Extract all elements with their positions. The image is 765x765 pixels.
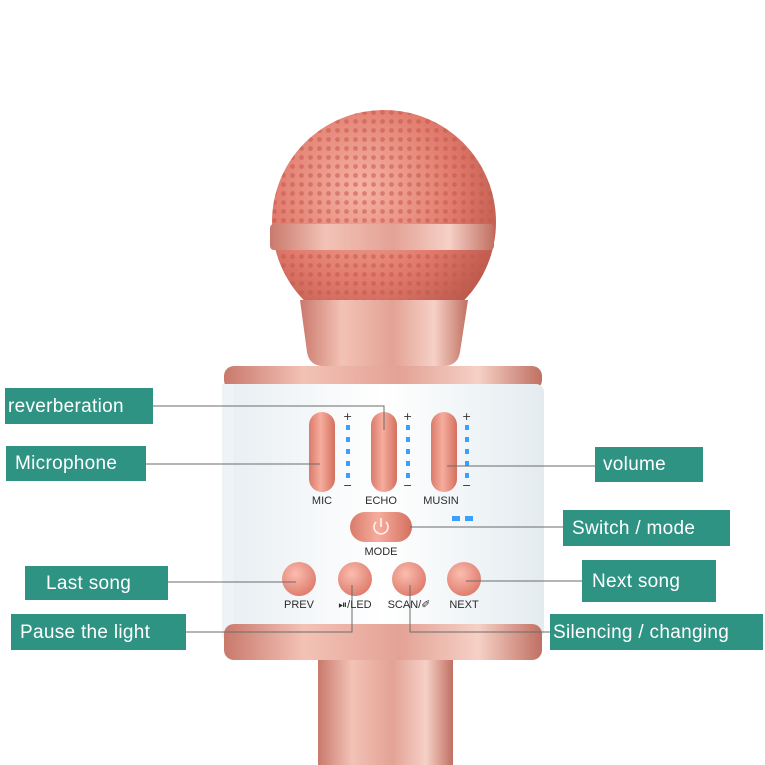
musin-led-column (465, 425, 469, 478)
mic-plus: + (343, 410, 353, 423)
play-led-button (338, 562, 372, 596)
prev-button (282, 562, 316, 596)
neck (300, 300, 468, 366)
last-song-callout: Last song (25, 566, 168, 600)
power-icon (373, 518, 389, 535)
play-led-button-label: ⏯/LED (338, 599, 372, 611)
reverberation-leader (153, 405, 385, 430)
echo-minus: − (403, 479, 413, 492)
pause-light-leader (186, 585, 353, 633)
musin-plus: + (462, 410, 472, 423)
silencing-callout: Silencing / changing (550, 614, 763, 650)
mode-button-label: MODE (364, 546, 398, 558)
microphone-callout: Microphone (6, 446, 146, 481)
scan-button-label: SCAN/✐ (387, 599, 431, 611)
echo-slider (371, 412, 397, 492)
handle (318, 648, 453, 765)
status-leds (452, 516, 473, 521)
echo-led-column (406, 425, 410, 478)
musin-slider (431, 412, 457, 492)
next-song-callout: Next song (582, 560, 716, 602)
scan-button (392, 562, 426, 596)
mic-slider-label: MIC (311, 495, 333, 507)
body-bottom-band (224, 624, 542, 660)
mic-minus: − (343, 479, 353, 492)
volume-callout: volume (595, 447, 703, 482)
echo-slider-label: ECHO (365, 495, 397, 507)
mic-slider (309, 412, 335, 492)
silencing-leader (409, 585, 550, 633)
pause-light-callout: Pause the light (11, 614, 186, 650)
prev-button-label: PREV (284, 599, 314, 611)
reverberation-callout: reverberation (5, 388, 153, 424)
grille-ring (270, 224, 494, 250)
echo-plus: + (403, 410, 413, 423)
mic-led-column (346, 425, 350, 478)
switch-mode-callout: Switch / mode (563, 510, 730, 546)
musin-minus: − (462, 479, 472, 492)
next-button-label: NEXT (449, 599, 479, 611)
next-button (447, 562, 481, 596)
musin-slider-label: MUSIN (423, 495, 459, 507)
